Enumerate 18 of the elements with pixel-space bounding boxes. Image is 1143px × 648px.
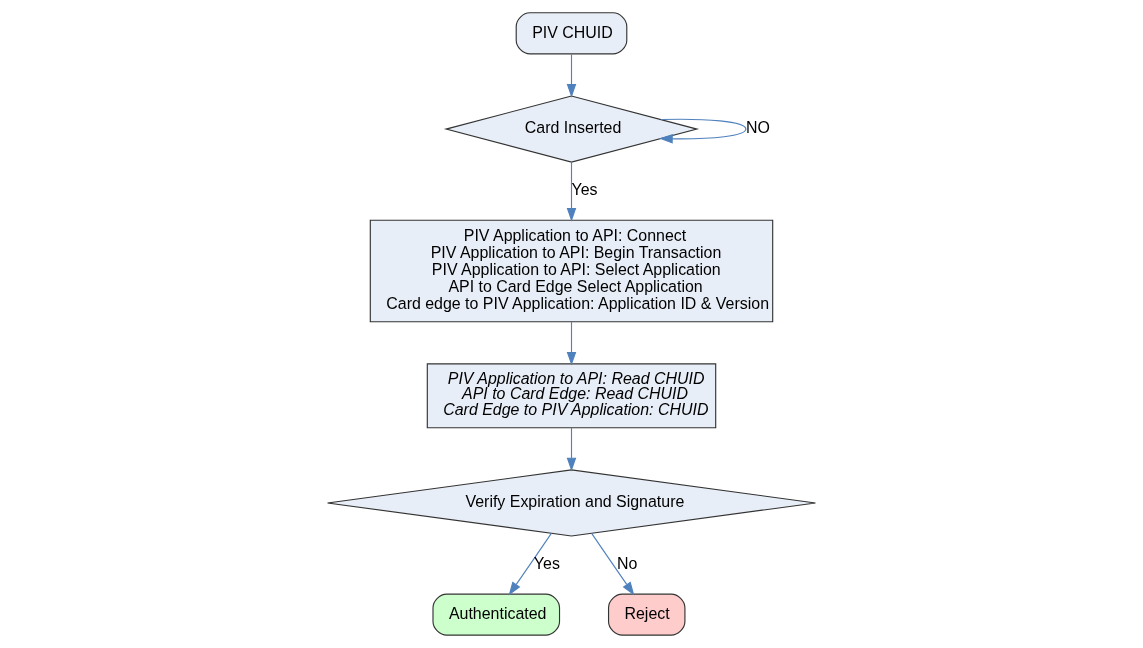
node-box: PIV CHUID	[515, 12, 628, 55]
arrow	[659, 118, 747, 144]
arrow	[591, 532, 635, 596]
edge-label: Yes	[571, 181, 598, 199]
edge-label: No	[617, 555, 638, 573]
node-box: PIV Application to API: Connect PIV Application to API: Begin Transaction PIV Application to API: Select Application API to Card Edge Select Application Card edge to PIV Application: Application ID & Version	[369, 219, 774, 323]
arrow	[566, 161, 577, 222]
node-box: Reject	[607, 593, 686, 636]
arrow	[508, 532, 552, 596]
arrow	[566, 321, 577, 366]
arrow	[566, 427, 577, 472]
node-diamond: Verify Expiration and Signature	[327, 469, 816, 537]
edge-label: Yes	[533, 555, 560, 573]
node-box: PIV Application to API: Read CHUID API to Card Edge: Read CHUID Card Edge to PIV Application: CHUID	[426, 363, 717, 429]
edge-label: NO	[745, 119, 770, 137]
node-diamond: Card Inserted	[443, 95, 700, 163]
node-box: Authenticated	[432, 593, 561, 636]
arrow	[566, 53, 577, 98]
